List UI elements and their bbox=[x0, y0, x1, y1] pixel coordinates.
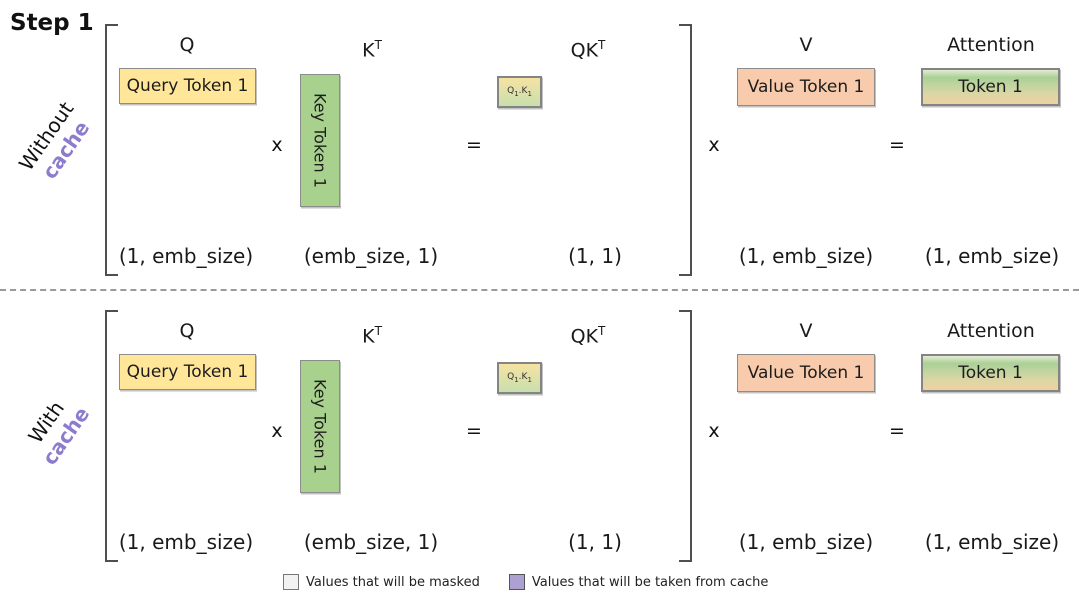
query-token-box: Query Token 1 bbox=[119, 68, 256, 104]
matrix-bracket-right bbox=[679, 310, 692, 562]
qk-header-base: QK bbox=[570, 325, 599, 348]
row-with-cache: With cache Q KT QKT V Attention Query To… bbox=[0, 288, 1079, 574]
value-token-box: Value Token 1 bbox=[737, 354, 875, 392]
q-dim-label: (1, emb_size) bbox=[118, 530, 254, 554]
legend: Values that will be masked Values that w… bbox=[283, 571, 768, 593]
key-token-box: Key Token 1 bbox=[300, 360, 340, 493]
qk-header-superscript: T bbox=[598, 324, 606, 338]
qk-q: Q bbox=[507, 372, 515, 383]
attention-dim-label: (1, emb_size) bbox=[924, 530, 1060, 554]
matrix-bracket-left bbox=[105, 24, 118, 276]
v-column-header: V bbox=[799, 34, 813, 56]
v-dim-label: (1, emb_size) bbox=[738, 530, 874, 554]
qk-transpose-column-header: QKT bbox=[518, 318, 658, 348]
qk-transpose-column-header: QKT bbox=[518, 32, 658, 62]
qk-result-label: Q1.K1 bbox=[507, 372, 532, 384]
v-dim-label: (1, emb_size) bbox=[738, 244, 874, 268]
qk-result-box: Q1.K1 bbox=[497, 362, 542, 394]
legend-cache-label: Values that will be taken from cache bbox=[531, 574, 769, 590]
v-column-header: V bbox=[799, 320, 813, 342]
multiply-operator: x bbox=[271, 420, 283, 442]
attention-token-box: Token 1 bbox=[921, 68, 1060, 106]
matrix-bracket-right bbox=[679, 24, 692, 276]
attention-dim-label: (1, emb_size) bbox=[924, 244, 1060, 268]
qk-k: K bbox=[521, 372, 528, 383]
dashed-divider bbox=[0, 289, 1079, 291]
equals-operator: = bbox=[466, 420, 482, 442]
query-token-box: Query Token 1 bbox=[119, 354, 256, 390]
legend-masked-swatch bbox=[283, 574, 299, 590]
qk-header-superscript: T bbox=[598, 38, 606, 52]
condition-label-with: With cache bbox=[0, 363, 120, 494]
qk-k-subscript: 1 bbox=[527, 89, 532, 98]
multiply-operator: x bbox=[271, 134, 283, 156]
equals-operator: = bbox=[889, 420, 905, 442]
k-header-superscript: T bbox=[374, 38, 382, 52]
k-header-base: K bbox=[362, 39, 375, 62]
k-header-superscript: T bbox=[374, 324, 382, 338]
attention-token-label: Token 1 bbox=[958, 363, 1023, 383]
value-token-label: Value Token 1 bbox=[747, 77, 865, 97]
k-dim-label: (emb_size, 1) bbox=[303, 244, 439, 268]
equals-operator: = bbox=[466, 134, 482, 156]
key-token-label: Key Token 1 bbox=[310, 93, 330, 188]
q-column-header: Q bbox=[179, 34, 195, 56]
qk-dot: . bbox=[518, 86, 522, 97]
row-without-cache: Without cache Q KT QKT V Attention Query… bbox=[0, 2, 1079, 288]
qk-q-subscript: 1 bbox=[514, 375, 519, 384]
multiply-operator: x bbox=[708, 420, 720, 442]
value-token-label: Value Token 1 bbox=[747, 363, 865, 383]
condition-label-without: Without cache bbox=[0, 77, 120, 208]
qk-header-base: QK bbox=[570, 39, 599, 62]
qk-k: K bbox=[521, 86, 528, 97]
qk-q-subscript: 1 bbox=[514, 89, 519, 98]
qk-result-label: Q1.K1 bbox=[507, 86, 532, 98]
attention-token-label: Token 1 bbox=[958, 77, 1023, 97]
equals-operator: = bbox=[889, 134, 905, 156]
multiply-operator: x bbox=[708, 134, 720, 156]
attention-token-box: Token 1 bbox=[921, 354, 1060, 392]
key-token-label: Key Token 1 bbox=[310, 379, 330, 474]
query-token-label: Query Token 1 bbox=[126, 362, 249, 382]
legend-cache-swatch bbox=[508, 574, 525, 590]
attention-column-header: Attention bbox=[947, 34, 1035, 56]
legend-masked-label: Values that will be masked bbox=[306, 574, 480, 590]
k-dim-label: (emb_size, 1) bbox=[303, 530, 439, 554]
qk-k-subscript: 1 bbox=[527, 375, 532, 384]
step-title: Step 1 bbox=[10, 10, 94, 36]
k-transpose-column-header: KT bbox=[302, 32, 442, 62]
k-transpose-column-header: KT bbox=[302, 318, 442, 348]
qk-result-box: Q1.K1 bbox=[497, 76, 542, 108]
qk-dot: . bbox=[518, 372, 522, 383]
k-header-base: K bbox=[362, 325, 375, 348]
matrix-bracket-left bbox=[105, 310, 118, 562]
q-dim-label: (1, emb_size) bbox=[118, 244, 254, 268]
value-token-box: Value Token 1 bbox=[737, 68, 875, 106]
q-column-header: Q bbox=[179, 320, 195, 342]
qk-dim-label: (1, 1) bbox=[568, 244, 622, 268]
qk-dim-label: (1, 1) bbox=[568, 530, 622, 554]
query-token-label: Query Token 1 bbox=[126, 76, 249, 96]
attention-column-header: Attention bbox=[947, 320, 1035, 342]
key-token-box: Key Token 1 bbox=[300, 74, 340, 207]
qk-q: Q bbox=[507, 86, 515, 97]
